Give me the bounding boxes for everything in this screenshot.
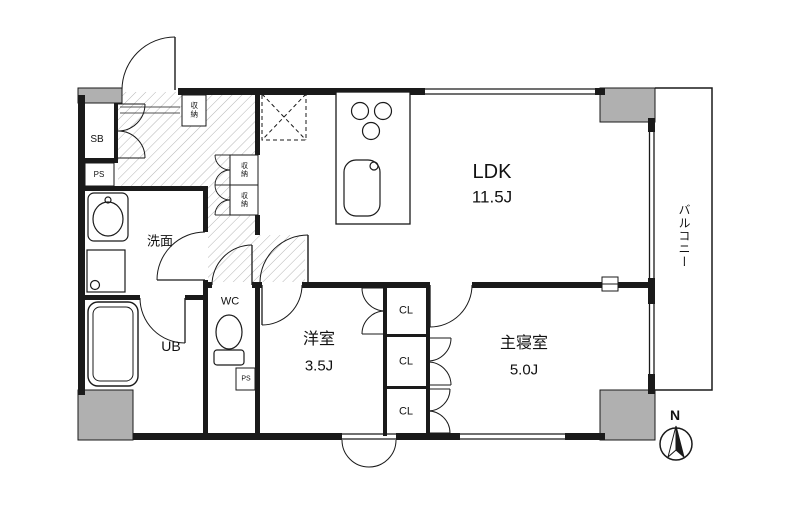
fixture-boxes [84,94,619,391]
label-wc: WC [220,295,240,308]
windows [341,88,655,468]
window-western-bottom [341,433,397,468]
label-washroom: 洗面 [146,233,174,249]
label-compass-north: N [669,407,681,423]
label-ps-left: PS [93,170,105,179]
pillar-bottom-left [77,389,134,441]
outer-walls [78,88,655,440]
window-ldk-top [425,88,595,95]
doors [117,36,473,434]
label-closet-1: CL [398,304,414,317]
bedroom-door [429,284,473,328]
label-balcony: バルコニー [677,203,691,269]
entrance-door [120,36,180,114]
label-storage-upper: 収納 [240,162,248,178]
compass-icon [659,425,693,461]
closet-cl1-doors [361,287,386,335]
wc-door [211,244,253,286]
storage-top-box [181,94,207,127]
label-shoebox: SB [90,134,104,145]
wall-meter-box [601,276,619,292]
bathtub-icon [87,301,139,387]
closet-cl2-doors [427,337,452,386]
closet-cl3-doors [427,388,451,434]
hall-closet-doors [214,154,231,216]
washbasin-icon [87,192,129,242]
ps-wc-box [235,367,256,391]
pillar-top-right [599,87,656,123]
shoebox-doors [117,103,146,159]
hall-closet-box [229,154,259,216]
window-ldk-balcony [648,130,655,278]
refrigerator-space-icon [261,93,307,141]
western-room-door [261,284,303,326]
bath-door [139,297,186,344]
stove-icon [350,101,393,141]
kitchen-counter [335,91,411,225]
structural-pillars [77,87,656,441]
label-closet-3: CL [398,405,414,418]
washroom-fixtures [86,192,129,293]
toilet-icon [213,314,245,366]
label-storage-top: 収納 [189,101,199,119]
kitchen-fixtures [261,91,411,225]
label-storage-lower: 収納 [240,192,248,208]
hallway-hatch-floor [118,92,305,282]
ps-left-box [84,162,115,187]
washroom-door [156,231,206,281]
label-closet-2: CL [398,355,414,368]
window-bedroom-balcony [648,304,655,374]
label-bath: UB [161,338,181,354]
label-ldk-size: 11.5J [471,187,513,207]
pillar-bottom-right [599,389,656,441]
washing-machine-icon [86,249,126,293]
ldk-door [259,234,309,283]
label-bedroom-size: 5.0J [509,361,539,379]
label-ldk: LDK [472,161,512,183]
label-western-room: 洋室 [302,331,336,348]
label-western-size: 3.5J [304,357,334,375]
label-ps-wc: PS [241,375,251,383]
label-bedroom: 主寝室 [499,335,549,352]
balcony-outline [655,87,713,391]
window-bedroom-bottom [460,433,565,440]
kitchen-sink-icon [343,159,381,217]
